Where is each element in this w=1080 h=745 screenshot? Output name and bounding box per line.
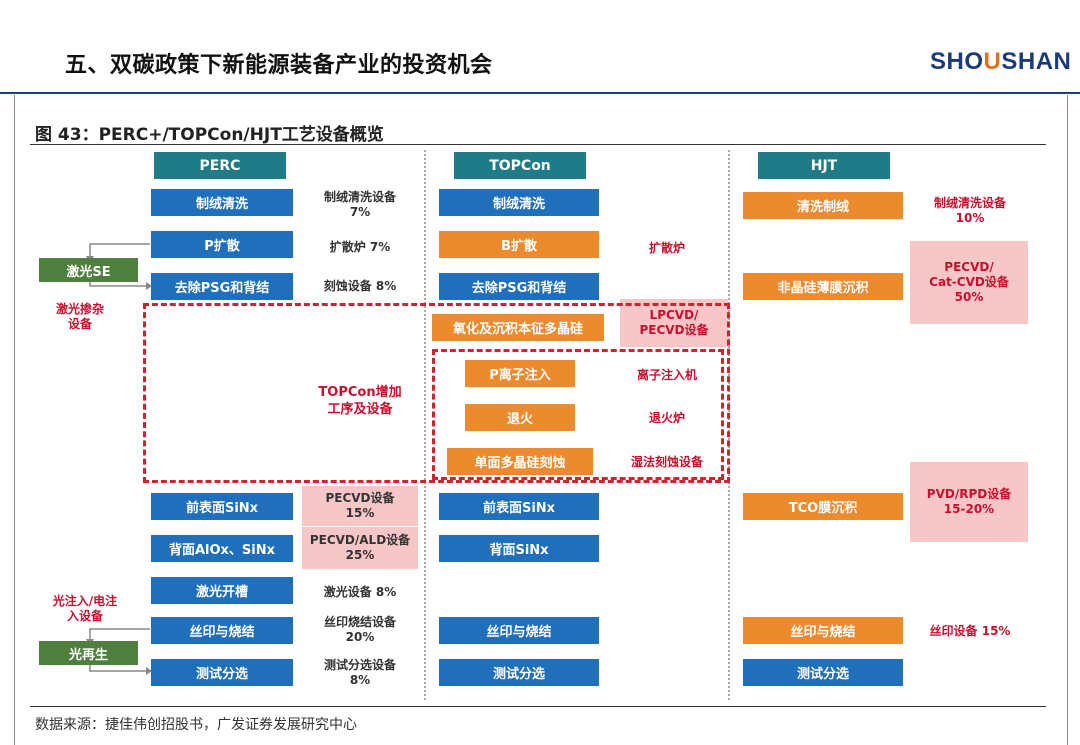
perc-step-back-alox: 背面AlOx、SiNx [151, 535, 293, 562]
hjt-equip-pecvd-line-1: PECVD/ [944, 260, 994, 274]
topcon-header: TOPCon [454, 152, 586, 179]
logo-text-3: SHAN [1001, 48, 1072, 75]
column-separator-1 [424, 150, 426, 700]
light-injection-label: 光注入/电注 入设备 [35, 594, 135, 624]
hjt-equip-pvd-share: 15-20% [943, 502, 995, 516]
topcon-equip-lpcvd: LPCVD/ PECVD设备 [620, 299, 728, 347]
perc-equip-pecvd-ald: PECVD/ALD设备 25% [302, 527, 418, 569]
hjt-step-asi-deposition: 非晶硅薄膜沉积 [743, 273, 903, 300]
topcon-step-p-implant: P离子注入 [465, 360, 575, 387]
hjt-header: HJT [758, 152, 890, 179]
hjt-equip-texturing: 制绒清洗设备 10% [910, 196, 1030, 226]
perc-step-laser-groove: 激光开槽 [151, 577, 293, 604]
perc-step-psg-removal: 去除PSG和背结 [151, 273, 293, 300]
topcon-step-b-diffusion: B扩散 [439, 231, 599, 258]
topcon-step-anneal: 退火 [465, 404, 575, 431]
figure-source: 数据来源：捷佳伟创招股书，广发证券发展研究中心 [35, 717, 357, 733]
laser-se-box: 激光SE [39, 258, 138, 282]
topcon-step-back-sinx: 背面SiNx [439, 535, 599, 562]
topcon-equip-lpcvd-line-2: PECVD设备 [639, 323, 709, 337]
hjt-step-test-sort: 测试分选 [743, 659, 903, 686]
light-injection-line-2: 入设备 [66, 609, 103, 623]
perc-equip-texturing-share: 7% [349, 205, 371, 219]
hjt-equip-texturing-share: 10% [955, 211, 985, 225]
hjt-equip-pecvd-share: 50% [954, 290, 984, 304]
perc-equip-pecvd-name: PECVD设备 [325, 491, 395, 505]
perc-step-texturing: 制绒清洗 [151, 189, 293, 216]
light-regen-box: 光再生 [39, 641, 138, 665]
laser-doping-line-2: 设备 [67, 317, 92, 331]
hjt-step-tco-deposition: TCO膜沉积 [743, 493, 903, 520]
topcon-step-front-sinx: 前表面SiNx [439, 493, 599, 520]
laser-doping-label: 激光掺杂 设备 [35, 302, 125, 332]
hjt-step-texturing: 清洗制绒 [743, 192, 903, 219]
light-injection-line-1: 光注入/电注 [52, 594, 118, 608]
perc-equip-pecvd-ald-name: PECVD/ALD设备 [309, 533, 411, 547]
perc-equip-print-share: 20% [345, 630, 375, 644]
perc-equip-texturing: 制绒清洗设备 7% [300, 190, 420, 220]
hjt-equip-texturing-name: 制绒清洗设备 [933, 196, 1006, 210]
hjt-equip-pecvd: PECVD/ Cat-CVD设备 50% [910, 241, 1028, 324]
hjt-equip-print: 丝印设备 15% [929, 624, 1011, 638]
perc-step-test-sort: 测试分选 [151, 659, 293, 686]
hjt-step-print-sinter: 丝印与烧结 [743, 617, 903, 644]
perc-equip-test-name: 测试分选设备 [323, 658, 396, 672]
topcon-step-print-sinter: 丝印与烧结 [439, 617, 599, 644]
hjt-equip-pvd-name: PVD/RPD设备 [926, 487, 1012, 501]
section-title: 五、双碳政策下新能源装备产业的投资机会 [65, 53, 493, 78]
perc-equip-texturing-name: 制绒清洗设备 [323, 190, 396, 204]
topcon-added-line-2: 工序及设备 [327, 402, 393, 417]
logo-text-1: SHO [930, 48, 984, 75]
header-divider [0, 92, 1080, 94]
topcon-equip-diffusion: 扩散炉 [648, 241, 685, 255]
perc-equip-pecvd-ald-share: 25% [345, 548, 375, 562]
topcon-equip-implant: 离子注入机 [636, 368, 697, 382]
topcon-equip-wet-etch: 湿法刻蚀设备 [630, 455, 703, 469]
topcon-step-poly-etch: 单面多晶硅刻蚀 [447, 448, 593, 475]
topcon-step-texturing: 制绒清洗 [439, 189, 599, 216]
figure-title-rule [30, 144, 1046, 145]
perc-equip-laser: 激光设备 8% [323, 585, 397, 599]
topcon-equip-anneal: 退火炉 [648, 411, 685, 425]
perc-step-front-sinx: 前表面SiNx [151, 493, 293, 520]
hjt-equip-pvd: PVD/RPD设备 15-20% [910, 462, 1028, 542]
perc-equip-print-name: 丝印烧结设备 [323, 615, 396, 629]
topcon-inner-steps-outline [432, 349, 724, 480]
topcon-step-test-sort: 测试分选 [439, 659, 599, 686]
hjt-equip-pecvd-line-2: Cat-CVD设备 [929, 275, 1009, 289]
brand-logo: SHOUSHAN [930, 48, 1071, 76]
source-rule [30, 706, 1046, 707]
perc-equip-test: 测试分选设备 8% [300, 658, 420, 688]
perc-equip-pecvd-share: 15% [345, 506, 375, 520]
topcon-added-steps-outline [143, 303, 730, 483]
figure-panel [14, 95, 1068, 745]
perc-equip-print: 丝印烧结设备 20% [300, 615, 420, 645]
laser-doping-line-1: 激光掺杂 [55, 302, 104, 316]
topcon-step-poly-deposition: 氧化及沉积本征多晶硅 [432, 314, 604, 341]
perc-step-diffusion: P扩散 [151, 231, 293, 258]
perc-equip-diffusion: 扩散炉 7% [329, 240, 391, 254]
logo-text-2: U [983, 48, 1002, 75]
topcon-added-line-1: TOPCon增加 [318, 385, 402, 400]
perc-equip-etch: 刻蚀设备 8% [323, 279, 397, 293]
perc-equip-pecvd: PECVD设备 15% [302, 486, 418, 526]
perc-header: PERC [154, 152, 286, 179]
perc-step-print-sinter: 丝印与烧结 [151, 617, 293, 644]
perc-equip-test-share: 8% [349, 673, 371, 687]
topcon-added-label: TOPCon增加 工序及设备 [300, 384, 420, 418]
figure-title: 图 43：PERC+/TOPCon/HJT工艺设备概览 [35, 125, 384, 145]
topcon-equip-lpcvd-line-1: LPCVD/ [649, 308, 699, 322]
topcon-step-psg-removal: 去除PSG和背结 [439, 273, 599, 300]
